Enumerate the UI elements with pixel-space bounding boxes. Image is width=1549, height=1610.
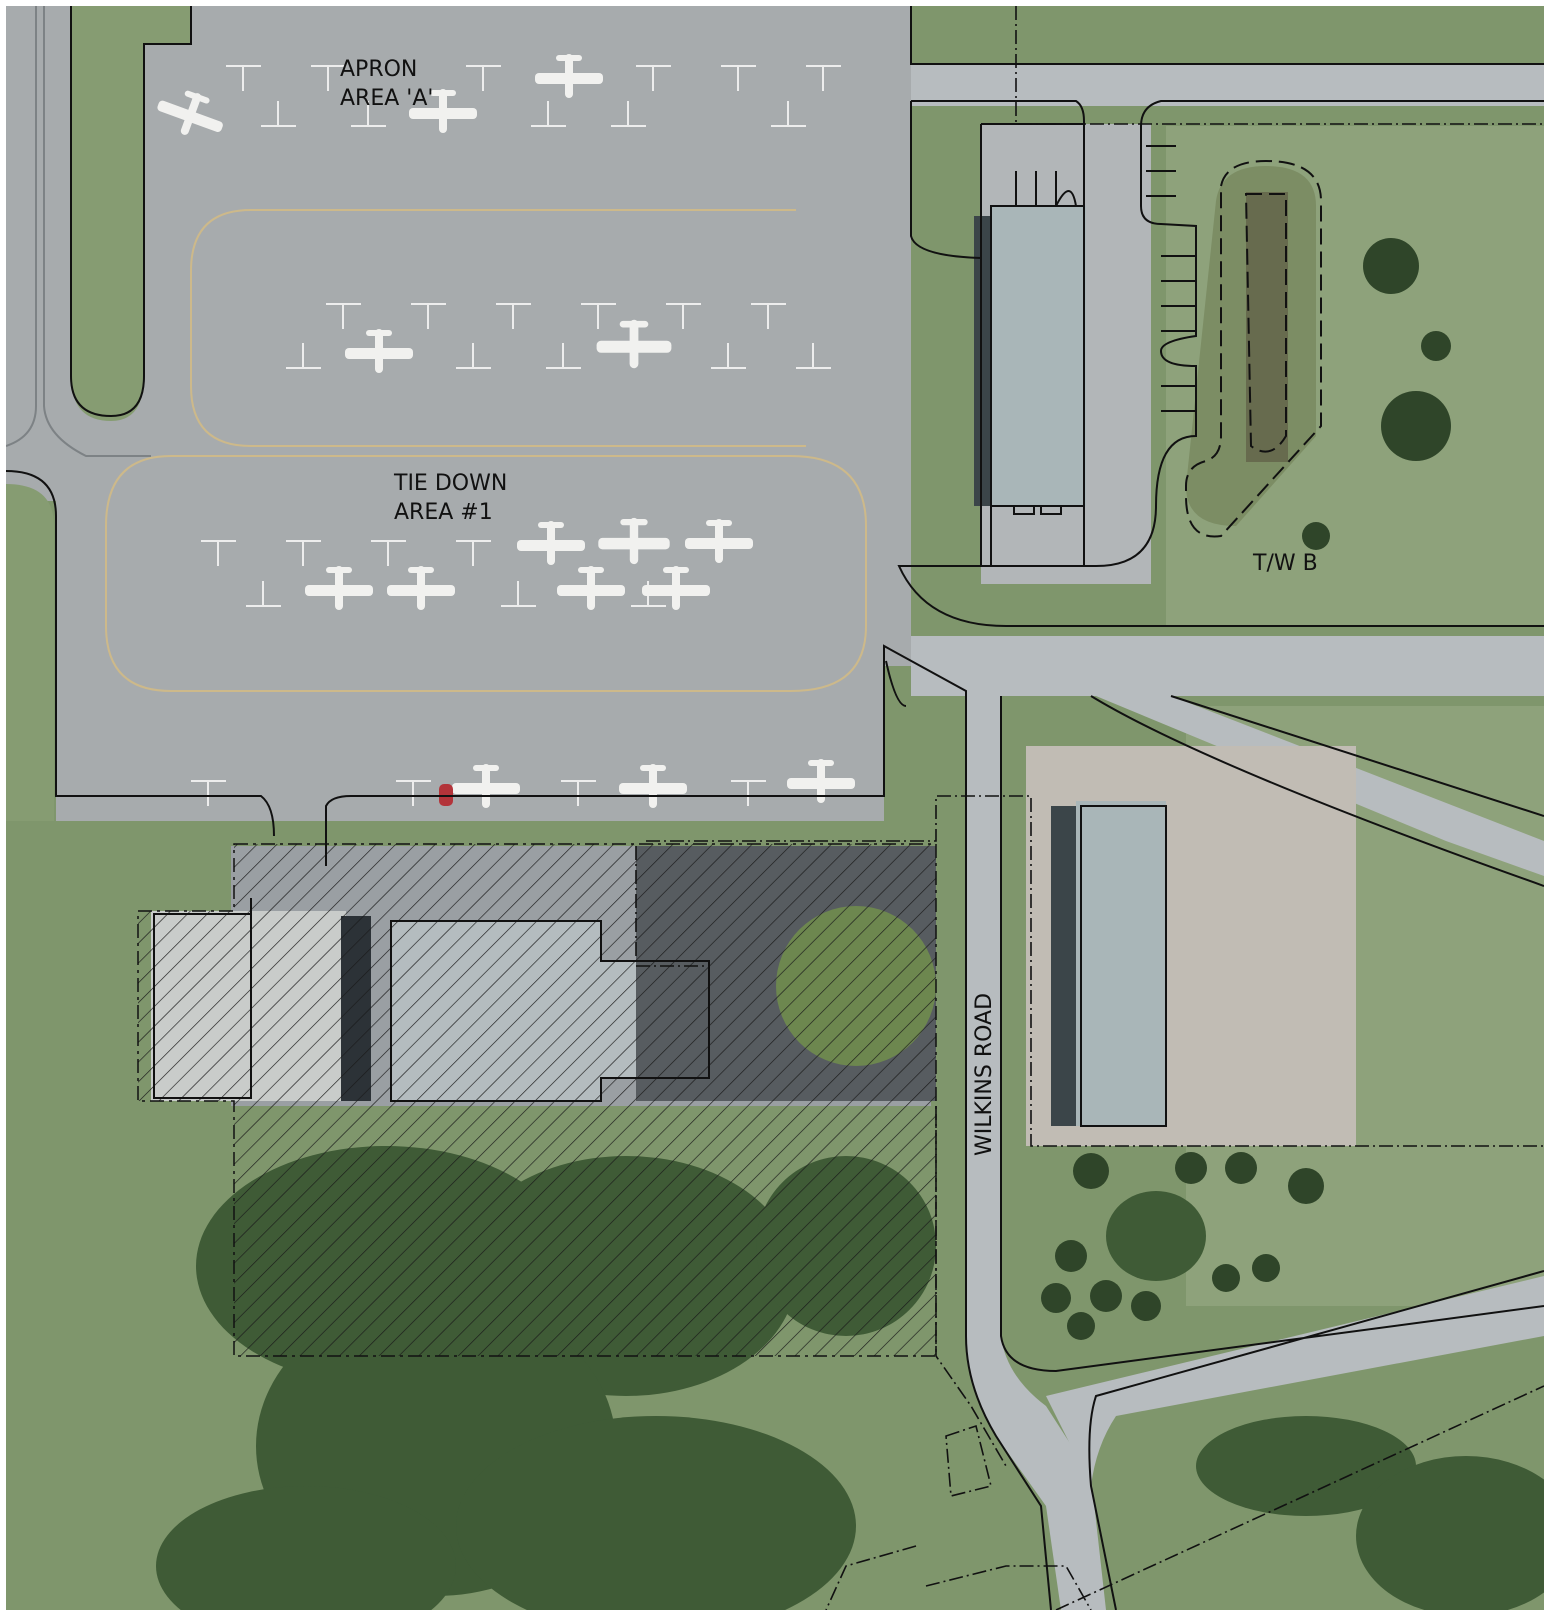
fence-lines	[635, 6, 1544, 1610]
pond-dashed-outline	[1185, 159, 1322, 538]
hangar-shadow-north	[974, 216, 991, 506]
east-hangar-roof	[1076, 801, 1166, 1126]
aerial-site-map: APRON AREA 'A' TIE DOWN AREA #1 T/W B WI…	[6, 6, 1544, 1610]
taxiway-b-pavement	[911, 636, 1544, 696]
road-east-branch	[1046, 1276, 1544, 1486]
apron-area-label-line1: APRON	[340, 57, 417, 82]
grass-island	[71, 6, 191, 421]
shrub-dots	[1041, 238, 1451, 1340]
tie-down-area-label-line2: AREA #1	[394, 500, 493, 525]
tie-down-area-label-line1: TIE DOWN	[393, 471, 507, 496]
east-hangar-shadow	[1051, 806, 1076, 1126]
taxiway-b-label: T/W B	[1252, 551, 1318, 576]
hangar-roof-north	[991, 206, 1086, 506]
pond-grass	[1186, 166, 1316, 526]
tie-down-markers	[191, 65, 841, 806]
apron-area-label-line2: AREA 'A'	[340, 86, 433, 111]
runway-edge-lines	[6, 6, 151, 457]
apron-taxilane-marking-south	[105, 455, 867, 692]
wilkins-road-label: WILKINS ROAD	[972, 993, 997, 1156]
plan-outlines	[6, 6, 1544, 1610]
apron-taxilane-marking-north	[190, 209, 806, 447]
grass-west-strip	[6, 484, 54, 821]
access-road-north	[911, 64, 1544, 106]
